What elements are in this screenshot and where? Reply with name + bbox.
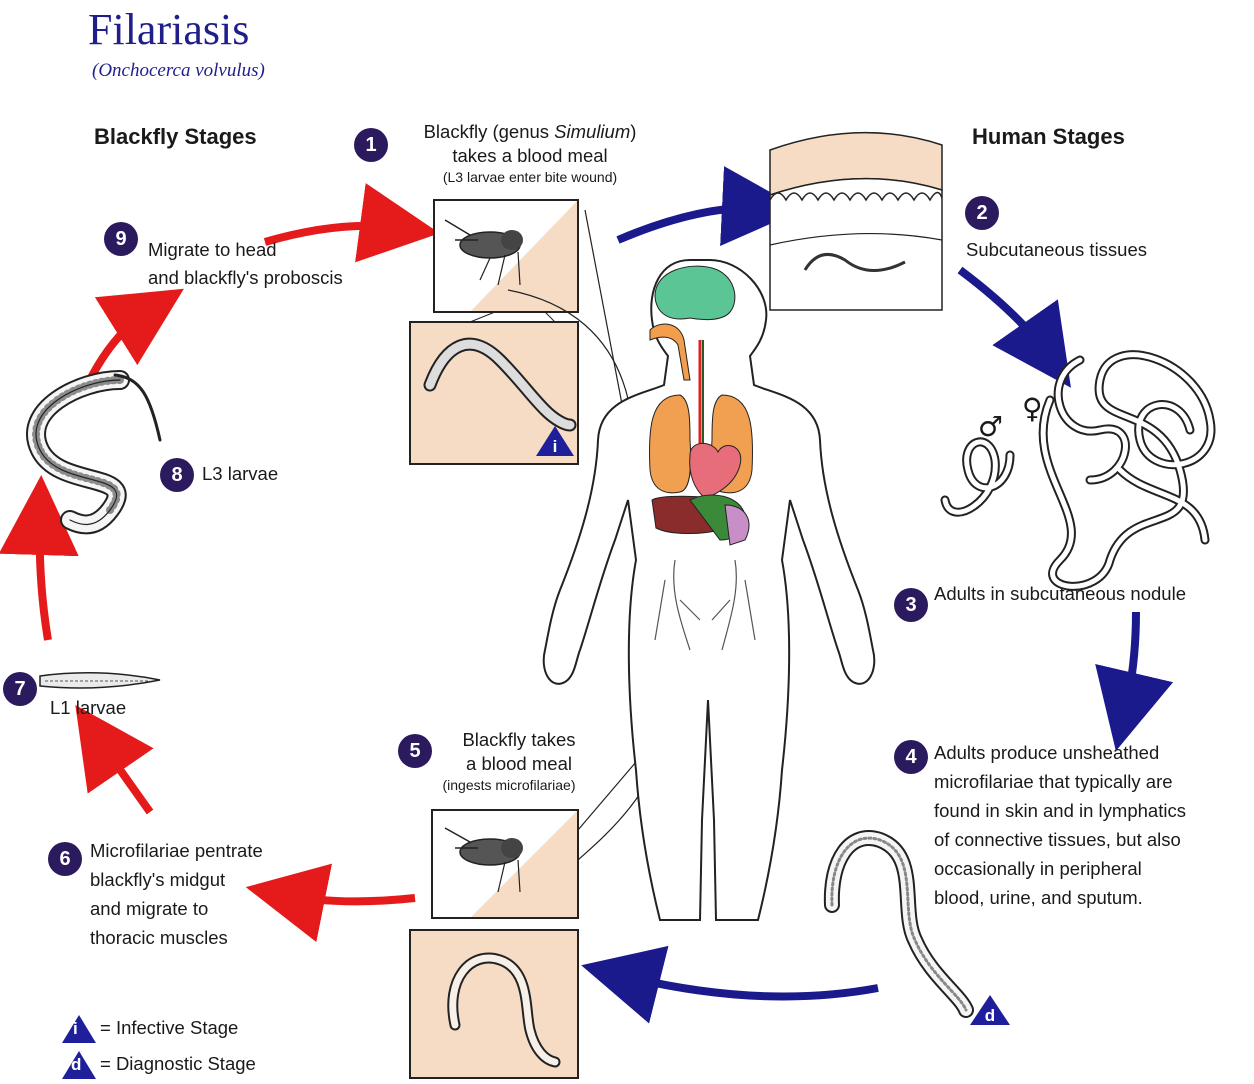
legend-infective-symbol: i <box>73 1019 78 1039</box>
step-5-note: (ingests microfilariae) <box>404 776 604 794</box>
step-1-text: Blackfly (genus Simulium) takes a blood … <box>380 120 680 186</box>
panel-5 <box>410 810 578 1078</box>
step-1-genus: Simulium <box>554 121 630 142</box>
arrow-4-to-5 <box>620 975 878 996</box>
diagnostic-stage-marker: d <box>970 995 1010 1025</box>
step-4-line: microfilariae that typically are <box>934 767 1252 796</box>
step-4-line: Adults produce unsheathed <box>934 738 1252 767</box>
human-stages-heading: Human Stages <box>972 124 1125 150</box>
legend-item-diagnostic: d = Diagnostic Stage <box>62 1046 322 1080</box>
step-5-text: Blackfly takes a blood meal (ingests mic… <box>404 728 604 794</box>
svg-text:i: i <box>553 437 558 456</box>
step-5-line2: a blood meal <box>404 752 604 776</box>
step-1-line1a: Blackfly (genus <box>424 121 555 142</box>
step-9-text: Migrate to head and blackfly's proboscis <box>148 236 343 292</box>
step-2-text: Subcutaneous tissues <box>966 238 1147 262</box>
step-3-badge: 3 <box>894 588 928 622</box>
step-7-text: L1 larvae <box>50 696 126 720</box>
legend: i = Infective Stage d = Diagnostic Stage <box>62 1012 322 1080</box>
legend-item-infective: i = Infective Stage <box>62 1012 322 1046</box>
step-7-badge: 7 <box>3 672 37 706</box>
step-9-line: and blackfly's proboscis <box>148 264 343 292</box>
step-4-text: Adults produce unsheathed microfilariae … <box>934 738 1252 912</box>
female-symbol: ♀ <box>1022 392 1043 425</box>
page-subtitle: (Onchocerca volvulus) <box>92 60 265 82</box>
arrow-2-to-3 <box>960 270 1048 355</box>
step-2-badge: 2 <box>965 196 999 230</box>
legend-diagnostic-symbol: d <box>71 1055 81 1075</box>
step-9-line: Migrate to head <box>148 236 343 264</box>
panel-1: i <box>410 200 578 464</box>
svg-text:d: d <box>985 1006 995 1025</box>
arrow-5-to-6 <box>285 895 415 901</box>
step-4-line: found in skin and in lymphatics <box>934 796 1252 825</box>
legend-infective-text: = Infective Stage <box>100 1016 238 1040</box>
adult-worms <box>945 355 1211 587</box>
legend-diagnostic-text: = Diagnostic Stage <box>100 1052 256 1076</box>
step-1-note: (L3 larvae enter bite wound) <box>380 168 680 186</box>
arrow-3-to-4 <box>1125 612 1136 712</box>
step-4-badge: 4 <box>894 740 928 774</box>
step-6-line: blackfly's midgut <box>90 865 263 894</box>
arrow-7-to-8 <box>40 515 48 640</box>
male-symbol: ♂ <box>978 410 1003 443</box>
step-9-badge: 9 <box>104 222 138 256</box>
step-3-text: Adults in subcutaneous nodule <box>934 582 1186 606</box>
human-figure <box>544 260 875 920</box>
blackfly-stages-heading: Blackfly Stages <box>94 124 257 150</box>
step-4-line: occasionally in peripheral <box>934 854 1252 883</box>
step-6-badge: 6 <box>48 842 82 876</box>
arrow-6-to-7 <box>98 738 150 812</box>
step-6-line: Microfilariae pentrate <box>90 836 263 865</box>
arrow-1-to-2 <box>618 208 762 240</box>
step-4-line: of connective tissues, but also <box>934 825 1252 854</box>
page-title: Filariasis <box>88 4 249 55</box>
step-8-text: L3 larvae <box>202 462 278 486</box>
adult-worms-inner <box>945 355 1211 587</box>
blackfly-cycle-arrows <box>40 226 415 902</box>
infective-triangle-icon <box>62 1014 96 1044</box>
skin-tissue-block <box>770 133 942 310</box>
l1-larva-drawing <box>40 673 160 688</box>
l3-larva-drawing <box>36 375 160 524</box>
step-6-line: thoracic muscles <box>90 923 263 952</box>
step-6-text: Microfilariae pentrate blackfly's midgut… <box>90 836 263 952</box>
step-8-badge: 8 <box>160 458 194 492</box>
step-1-line1c: ) <box>630 121 636 142</box>
step-5-line1: Blackfly takes <box>404 728 604 752</box>
step-6-line: and migrate to <box>90 894 263 923</box>
step-1-line2: takes a blood meal <box>380 144 680 168</box>
step-4-line: blood, urine, and sputum. <box>934 883 1252 912</box>
